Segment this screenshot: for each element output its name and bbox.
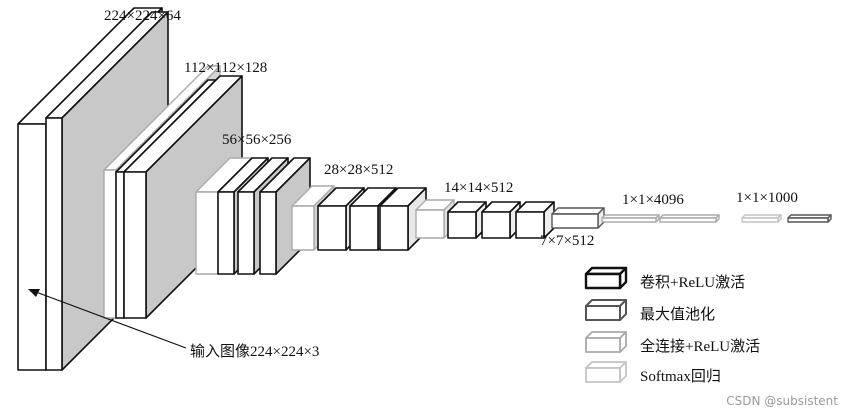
legend-conv-label: 卷积+ReLU激活 — [640, 275, 746, 291]
block5-conv-a — [447, 201, 487, 239]
legend-softmax-swatch — [585, 361, 627, 383]
label-conv2: 112×112×128 — [184, 60, 268, 76]
input-arrow — [28, 289, 187, 349]
block2-conv-b — [123, 75, 243, 319]
label-conv3: 56×56×256 — [222, 132, 292, 148]
legend-softmax-label: Softmax回归 — [640, 369, 721, 385]
legend-fc-label: 全连接+ReLU激活 — [640, 339, 761, 355]
watermark: CSDN @subsistent — [726, 394, 838, 408]
label-pool5: 7×7×512 — [540, 233, 595, 249]
label-conv5: 14×14×512 — [444, 180, 514, 196]
label-input-image: 输入图像224×224×3 — [190, 344, 320, 360]
softmax-fc3 — [741, 214, 782, 223]
legend-conv-swatch — [584, 266, 628, 290]
fc3-out — [787, 214, 832, 223]
label-conv1: 224×224×64 — [104, 8, 181, 24]
fc2 — [659, 214, 720, 223]
fc1 — [601, 214, 660, 223]
label-fc1: 1×1×4096 — [622, 192, 684, 208]
pool5 — [551, 207, 605, 229]
block5-conv-c — [515, 201, 555, 239]
label-fc3: 1×1×1000 — [736, 190, 798, 206]
legend-pool-swatch — [585, 299, 627, 321]
legend-fc-swatch — [585, 331, 627, 353]
label-conv4: 28×28×512 — [324, 162, 394, 178]
block5-conv-b — [481, 201, 521, 239]
legend-pool-label: 最大值池化 — [640, 307, 716, 323]
